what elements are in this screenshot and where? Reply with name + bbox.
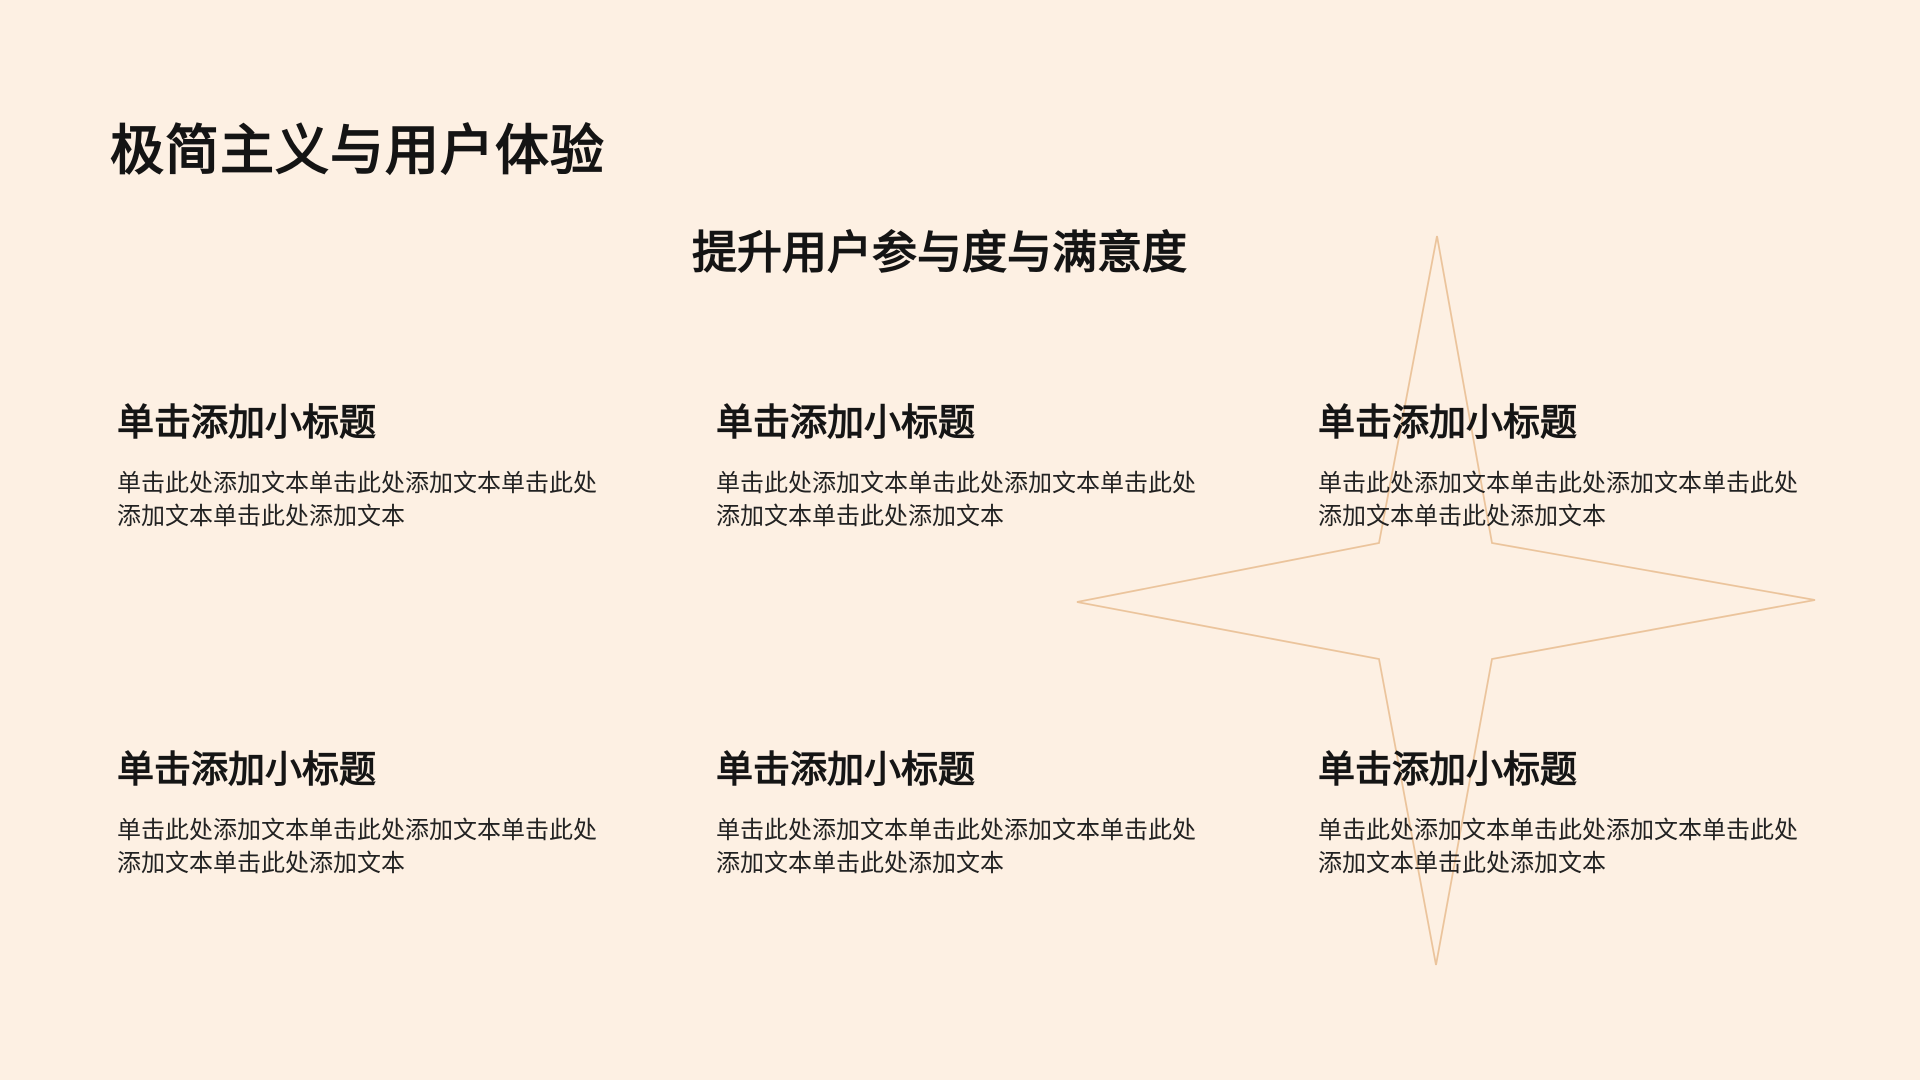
content-block-1[interactable]: 单击添加小标题 单击此处添加文本单击此处添加文本单击此处添加文本单击此处添加文本	[117, 401, 617, 533]
block-heading[interactable]: 单击添加小标题	[716, 749, 975, 790]
block-heading[interactable]: 单击添加小标题	[1318, 749, 1577, 790]
block-heading[interactable]: 单击添加小标题	[716, 402, 975, 443]
block-body-text[interactable]: 单击此处添加文本单击此处添加文本单击此处添加文本单击此处添加文本	[1318, 470, 1798, 531]
block-heading[interactable]: 单击添加小标题	[117, 749, 376, 790]
block-body-text[interactable]: 单击此处添加文本单击此处添加文本单击此处添加文本单击此处添加文本	[716, 470, 1196, 531]
block-body-text[interactable]: 单击此处添加文本单击此处添加文本单击此处添加文本单击此处添加文本	[1318, 817, 1798, 878]
block-heading[interactable]: 单击添加小标题	[117, 402, 376, 443]
block-body-text[interactable]: 单击此处添加文本单击此处添加文本单击此处添加文本单击此处添加文本	[117, 470, 597, 531]
block-body-text[interactable]: 单击此处添加文本单击此处添加文本单击此处添加文本单击此处添加文本	[117, 817, 597, 878]
content-block-3[interactable]: 单击添加小标题 单击此处添加文本单击此处添加文本单击此处添加文本单击此处添加文本	[1318, 401, 1818, 533]
slide-subtitle[interactable]: 提升用户参与度与满意度	[692, 227, 1188, 279]
block-heading[interactable]: 单击添加小标题	[1318, 402, 1577, 443]
block-body-text[interactable]: 单击此处添加文本单击此处添加文本单击此处添加文本单击此处添加文本	[716, 817, 1196, 878]
slide-title[interactable]: 极简主义与用户体验	[110, 121, 605, 182]
content-block-5[interactable]: 单击添加小标题 单击此处添加文本单击此处添加文本单击此处添加文本单击此处添加文本	[716, 748, 1216, 880]
content-block-6[interactable]: 单击添加小标题 单击此处添加文本单击此处添加文本单击此处添加文本单击此处添加文本	[1318, 748, 1818, 880]
content-block-4[interactable]: 单击添加小标题 单击此处添加文本单击此处添加文本单击此处添加文本单击此处添加文本	[117, 748, 617, 880]
content-block-2[interactable]: 单击添加小标题 单击此处添加文本单击此处添加文本单击此处添加文本单击此处添加文本	[716, 401, 1216, 533]
